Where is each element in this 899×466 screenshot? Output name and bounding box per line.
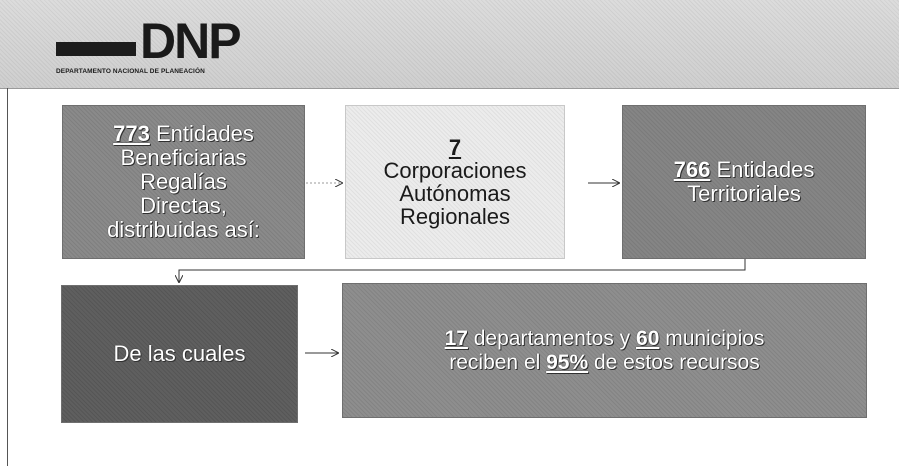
dnp-logo: DNP DEPARTAMENTO NACIONAL DE PLANEACIÓN xyxy=(56,16,286,82)
count-departamentos: 17 xyxy=(444,326,468,350)
box-entidades-territoriales-text: 766 Entidades Territoriales xyxy=(674,158,815,206)
box-distribucion-recursos: 17 departamentos y 60 municipios reciben… xyxy=(342,283,867,418)
box-entidades-territoriales: 766 Entidades Territoriales xyxy=(622,105,866,259)
box-de-las-cuales: De las cuales xyxy=(61,285,298,423)
label-de-las-cuales: De las cuales xyxy=(113,341,246,366)
box-entidades-beneficiarias: 773 Entidades Beneficiarias Regalías Dir… xyxy=(62,105,305,259)
label-line: Autónomas xyxy=(399,181,511,206)
logo-bar xyxy=(56,42,136,56)
label-line: municipios xyxy=(659,326,765,350)
box-distribucion-text: 17 departamentos y 60 municipios reciben… xyxy=(445,327,765,375)
label-line: Regalías xyxy=(140,169,227,194)
label-line: Beneficiarias xyxy=(120,145,247,170)
logo-wordmark: DNP xyxy=(140,13,242,69)
percent-recursos: 95% xyxy=(546,350,589,374)
count-municipios: 60 xyxy=(636,326,660,350)
logo-subtitle: DEPARTAMENTO NACIONAL DE PLANEACIÓN xyxy=(56,68,205,75)
label-line: reciben el xyxy=(449,350,547,374)
label-line: distribuidas así: xyxy=(107,217,260,242)
label-line: Entidades xyxy=(710,157,815,182)
label-line: Regionales xyxy=(399,204,511,229)
left-border-line xyxy=(7,88,8,466)
box-corporaciones-text: 7 Corporaciones Autónomas Regionales xyxy=(383,136,526,228)
header-band xyxy=(0,0,899,89)
count-corporaciones: 7 xyxy=(448,135,462,160)
label-line: de estos recursos xyxy=(588,350,760,374)
box-corporaciones-autonomas: 7 Corporaciones Autónomas Regionales xyxy=(345,105,565,259)
label-line: Directas, xyxy=(140,193,227,218)
label-line: Corporaciones xyxy=(383,158,527,183)
label-line: Territoriales xyxy=(687,181,801,206)
count-entidades-beneficiarias: 773 xyxy=(113,121,150,146)
label-line: departamentos y xyxy=(467,326,637,350)
count-entidades-territoriales: 766 xyxy=(673,157,711,182)
box-entidades-beneficiarias-text: 773 Entidades Beneficiarias Regalías Dir… xyxy=(107,122,260,242)
label-line: Entidades xyxy=(149,121,254,146)
arrow-c-to-d xyxy=(179,259,746,282)
